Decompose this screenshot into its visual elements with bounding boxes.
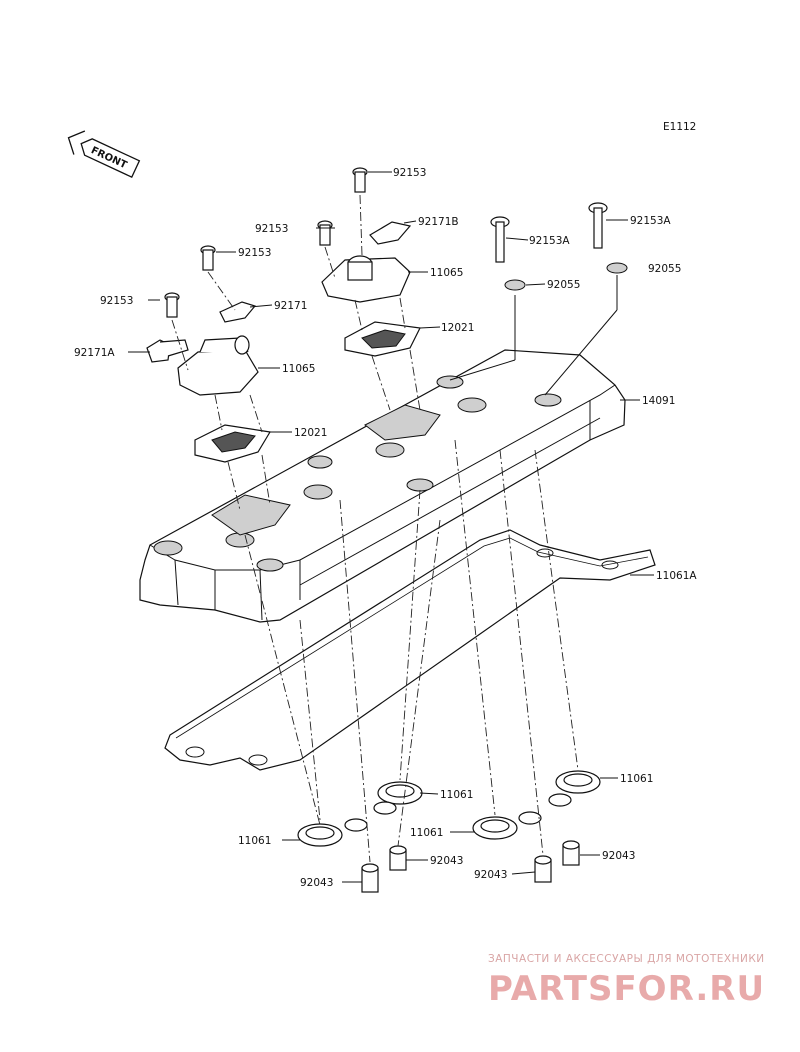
bolt-92153A-left xyxy=(490,216,510,263)
label-92055: 92055 xyxy=(648,263,681,275)
label-11065: 11065 xyxy=(282,363,315,375)
label-92043: 92043 xyxy=(474,869,507,881)
label-11061: 11061 xyxy=(440,789,473,801)
label-92043: 92043 xyxy=(430,855,463,867)
watermark-tagline: ЗАПЧАСТИ И АКСЕССУАРЫ ДЛЯ МОТОТЕХНИКИ xyxy=(488,953,765,965)
label-92153A: 92153A xyxy=(529,235,570,247)
breather-cover-11065-right xyxy=(321,255,411,303)
diagram-code: E1112 xyxy=(663,121,696,133)
bolt-92153-right2 xyxy=(317,220,333,246)
label-92043: 92043 xyxy=(300,877,333,889)
label-11065: 11065 xyxy=(430,267,463,279)
plug-gasket-11061-3 xyxy=(472,811,542,840)
breather-cover-11065-left xyxy=(177,335,259,396)
plug-gasket-11061-4 xyxy=(548,770,601,807)
clamp-92171B xyxy=(369,221,412,245)
bolt-92153-right1 xyxy=(352,167,368,193)
clamp-92171A xyxy=(146,339,189,363)
label-92171B: 92171B xyxy=(418,216,459,228)
valve-cover-14091 xyxy=(139,349,626,623)
washer-92055-right xyxy=(606,262,628,274)
label-14091: 14091 xyxy=(642,395,675,407)
bolt-92153A-right xyxy=(588,202,608,249)
part-labels: 92153 92171B 92153A 92153A 92153 11065 9… xyxy=(74,167,697,889)
label-92043: 92043 xyxy=(602,850,635,862)
watermark-logo: PARTSFOR.RU xyxy=(488,969,765,1009)
label-92153: 92153 xyxy=(255,223,288,235)
label-92171A: 92171A xyxy=(74,347,115,359)
label-11061: 11061 xyxy=(620,773,653,785)
label-92171: 92171 xyxy=(274,300,307,312)
clamp-92171 xyxy=(219,301,257,323)
label-92055: 92055 xyxy=(547,279,580,291)
plug-gasket-11061-1 xyxy=(297,818,368,847)
label-11061: 11061 xyxy=(410,827,443,839)
dowel-92043-3 xyxy=(534,855,552,883)
dowel-92043-2 xyxy=(389,845,407,871)
watermark: ЗАПЧАСТИ И АКСЕССУАРЫ ДЛЯ МОТОТЕХНИКИ PA… xyxy=(488,953,765,1009)
label-11061A: 11061A xyxy=(656,570,697,582)
leader-lines xyxy=(128,171,654,883)
dowel-92043-4 xyxy=(562,840,580,866)
dowel-92043-1 xyxy=(361,863,379,893)
label-11061: 11061 xyxy=(238,835,271,847)
washer-92055-left xyxy=(504,279,526,291)
label-92153A: 92153A xyxy=(630,215,671,227)
plug-gasket-11061-2 xyxy=(373,781,423,815)
label-92153: 92153 xyxy=(100,295,133,307)
label-12021: 12021 xyxy=(294,427,327,439)
label-12021: 12021 xyxy=(441,322,474,334)
reed-valve-12021-right xyxy=(344,321,421,357)
assembly-lines xyxy=(171,194,579,863)
label-92153: 92153 xyxy=(238,247,271,259)
front-arrow-icon: FRONT xyxy=(67,130,141,179)
label-92153: 92153 xyxy=(393,167,426,179)
reed-valve-12021-left xyxy=(194,424,271,463)
bolt-92153-left2 xyxy=(200,245,216,271)
bolt-92153-left1 xyxy=(164,292,180,318)
